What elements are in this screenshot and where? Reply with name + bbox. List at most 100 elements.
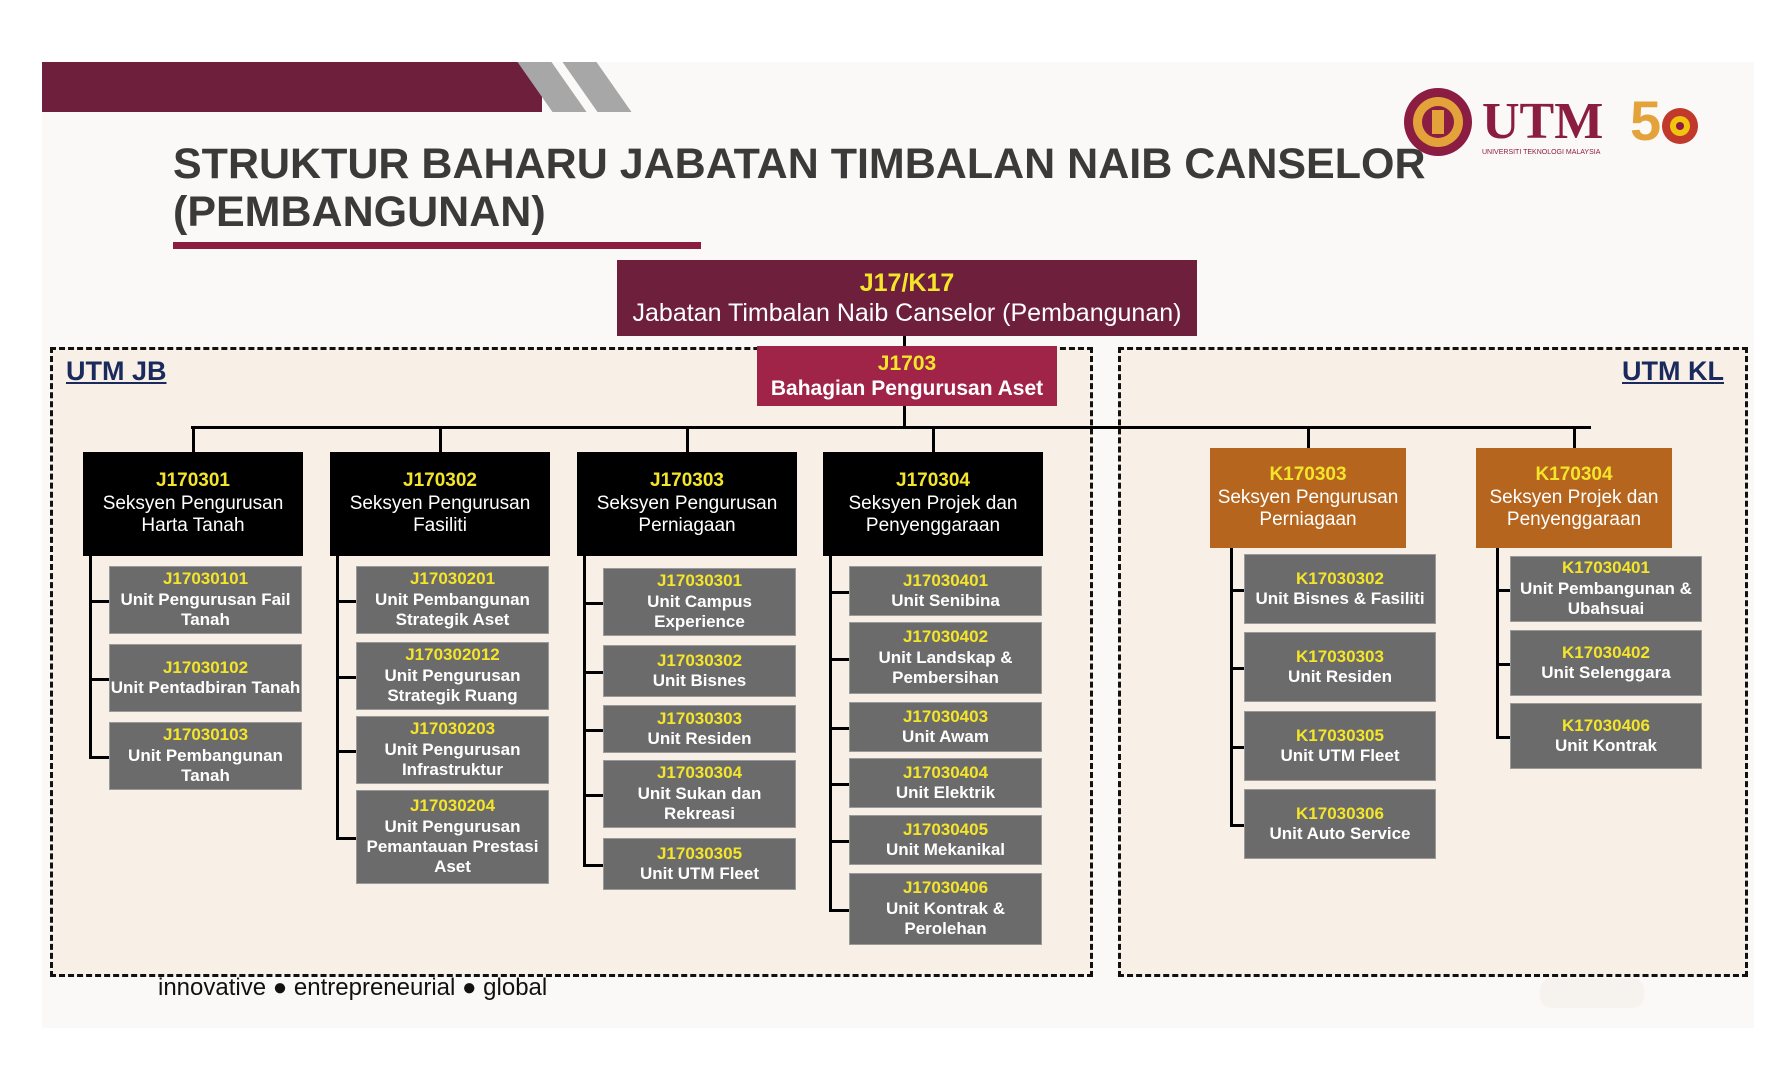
unit-box-name: Unit UTM Fleet: [640, 864, 759, 883]
unit-box-code: J17030103: [162, 725, 249, 745]
connector-line: [1230, 548, 1233, 824]
section-box-jb-2-name: Seksyen Pengurusan Fasiliti: [349, 492, 531, 537]
anniversary-logo: 5: [1630, 89, 1698, 152]
connector-line: [89, 756, 109, 759]
unit-box-name: Unit Elektrik: [895, 783, 996, 802]
unit-box-code: J17030101: [162, 569, 249, 589]
unit-box-code: J17030404: [902, 762, 989, 782]
connector-line: [1230, 746, 1244, 749]
connector-line: [829, 556, 832, 909]
unit-box-code: K17030401: [1562, 558, 1650, 578]
section-box-jb-2-code: J170302: [403, 469, 477, 491]
unit-box-code: J170302012: [405, 645, 500, 665]
header-bar: [42, 62, 542, 112]
connector-line: [903, 336, 906, 346]
unit-box-name: Unit Mekanikal: [885, 840, 1006, 859]
unit-box-code: J17030305: [656, 843, 743, 863]
unit-box-code: J17030204: [409, 796, 496, 816]
section-box-kl-1-code: K170303: [1269, 463, 1347, 485]
connector-line: [191, 426, 1591, 429]
unit-box-name: Unit Pengurusan Pemantauan Prestasi Aset: [366, 816, 539, 877]
connector-line: [829, 727, 849, 730]
connector-line: [903, 406, 906, 426]
unit-box-name: Unit Sukan dan Rekreasi: [637, 783, 762, 824]
connector-line: [583, 671, 603, 674]
connector-line: [336, 837, 356, 840]
section-box-jb-4-code: J170304: [896, 469, 970, 491]
unit-box-code: K17030302: [1296, 568, 1384, 588]
unit-box-name: Unit Pengurusan Strategik Ruang: [384, 665, 521, 706]
page-title-line2: (PEMBANGUNAN): [173, 188, 546, 236]
unit-box-name: Unit UTM Fleet: [1280, 746, 1400, 765]
connector-line: [336, 556, 339, 837]
unit-box-code: J17030304: [656, 763, 743, 783]
unit-box-name: Unit Residen: [647, 729, 752, 748]
utm-crest-icon: [1404, 88, 1472, 156]
connector-line: [583, 864, 603, 867]
connector-line: [932, 426, 935, 452]
connector-line: [829, 840, 849, 843]
unit-box-name: Unit Kontrak & Perolehan: [886, 898, 1005, 939]
unit-box-name: Unit Kontrak: [1555, 736, 1657, 755]
unit-box-name: Unit Pembangunan & Ubahsuai: [1520, 578, 1692, 619]
division-box: J1703 Bahagian Pengurusan Aset: [757, 346, 1057, 406]
unit-box-code: J17030402: [902, 627, 989, 647]
connector-line: [1496, 663, 1510, 666]
connector-line: [192, 426, 195, 452]
connector-line: [336, 600, 356, 603]
page-title-line1: STRUKTUR BAHARU JABATAN TIMBALAN NAIB CA…: [173, 140, 1426, 188]
unit-box-code: J17030301: [656, 571, 743, 591]
unit-box-name: Unit Landskap & Pembersihan: [878, 647, 1013, 688]
unit-box-name: Unit Bisnes & Fasiliti: [1255, 589, 1425, 608]
connector-line: [1230, 824, 1244, 827]
unit-box-name: Unit Pentadbiran Tanah: [110, 678, 301, 697]
connector-line: [583, 794, 603, 797]
connector-line: [829, 783, 849, 786]
unit-box-name: Unit Selenggara: [1541, 663, 1671, 682]
division-name: Bahagian Pengurusan Aset: [770, 377, 1044, 400]
connector-line: [1230, 589, 1244, 592]
unit-box-name: Unit Auto Service: [1269, 824, 1411, 843]
connector-line: [336, 676, 356, 679]
connector-line: [829, 909, 849, 912]
connector-line: [439, 426, 442, 452]
connector-line: [89, 678, 109, 681]
connector-line: [89, 600, 109, 603]
unit-box-name: Unit Pengurusan Fail Tanah: [120, 589, 291, 630]
unit-box-code: K17030402: [1562, 642, 1650, 662]
unit-box-code: J17030401: [902, 570, 989, 590]
unit-box-name: Unit Pembangunan Strategik Aset: [375, 589, 530, 630]
section-box-kl-1-name: Seksyen Pengurusan Perniagaan: [1217, 486, 1399, 531]
section-box-kl-2-name: Seksyen Projek dan Penyenggaraan: [1489, 486, 1659, 531]
connector-line: [1230, 667, 1244, 670]
unit-box-code: K17030406: [1562, 715, 1650, 735]
connector-line: [1307, 426, 1310, 448]
utm-logo-text: UTM: [1482, 93, 1603, 150]
anniversary-text: 5: [1630, 89, 1661, 152]
connector-line: [829, 591, 849, 594]
connector-line: [686, 426, 689, 452]
